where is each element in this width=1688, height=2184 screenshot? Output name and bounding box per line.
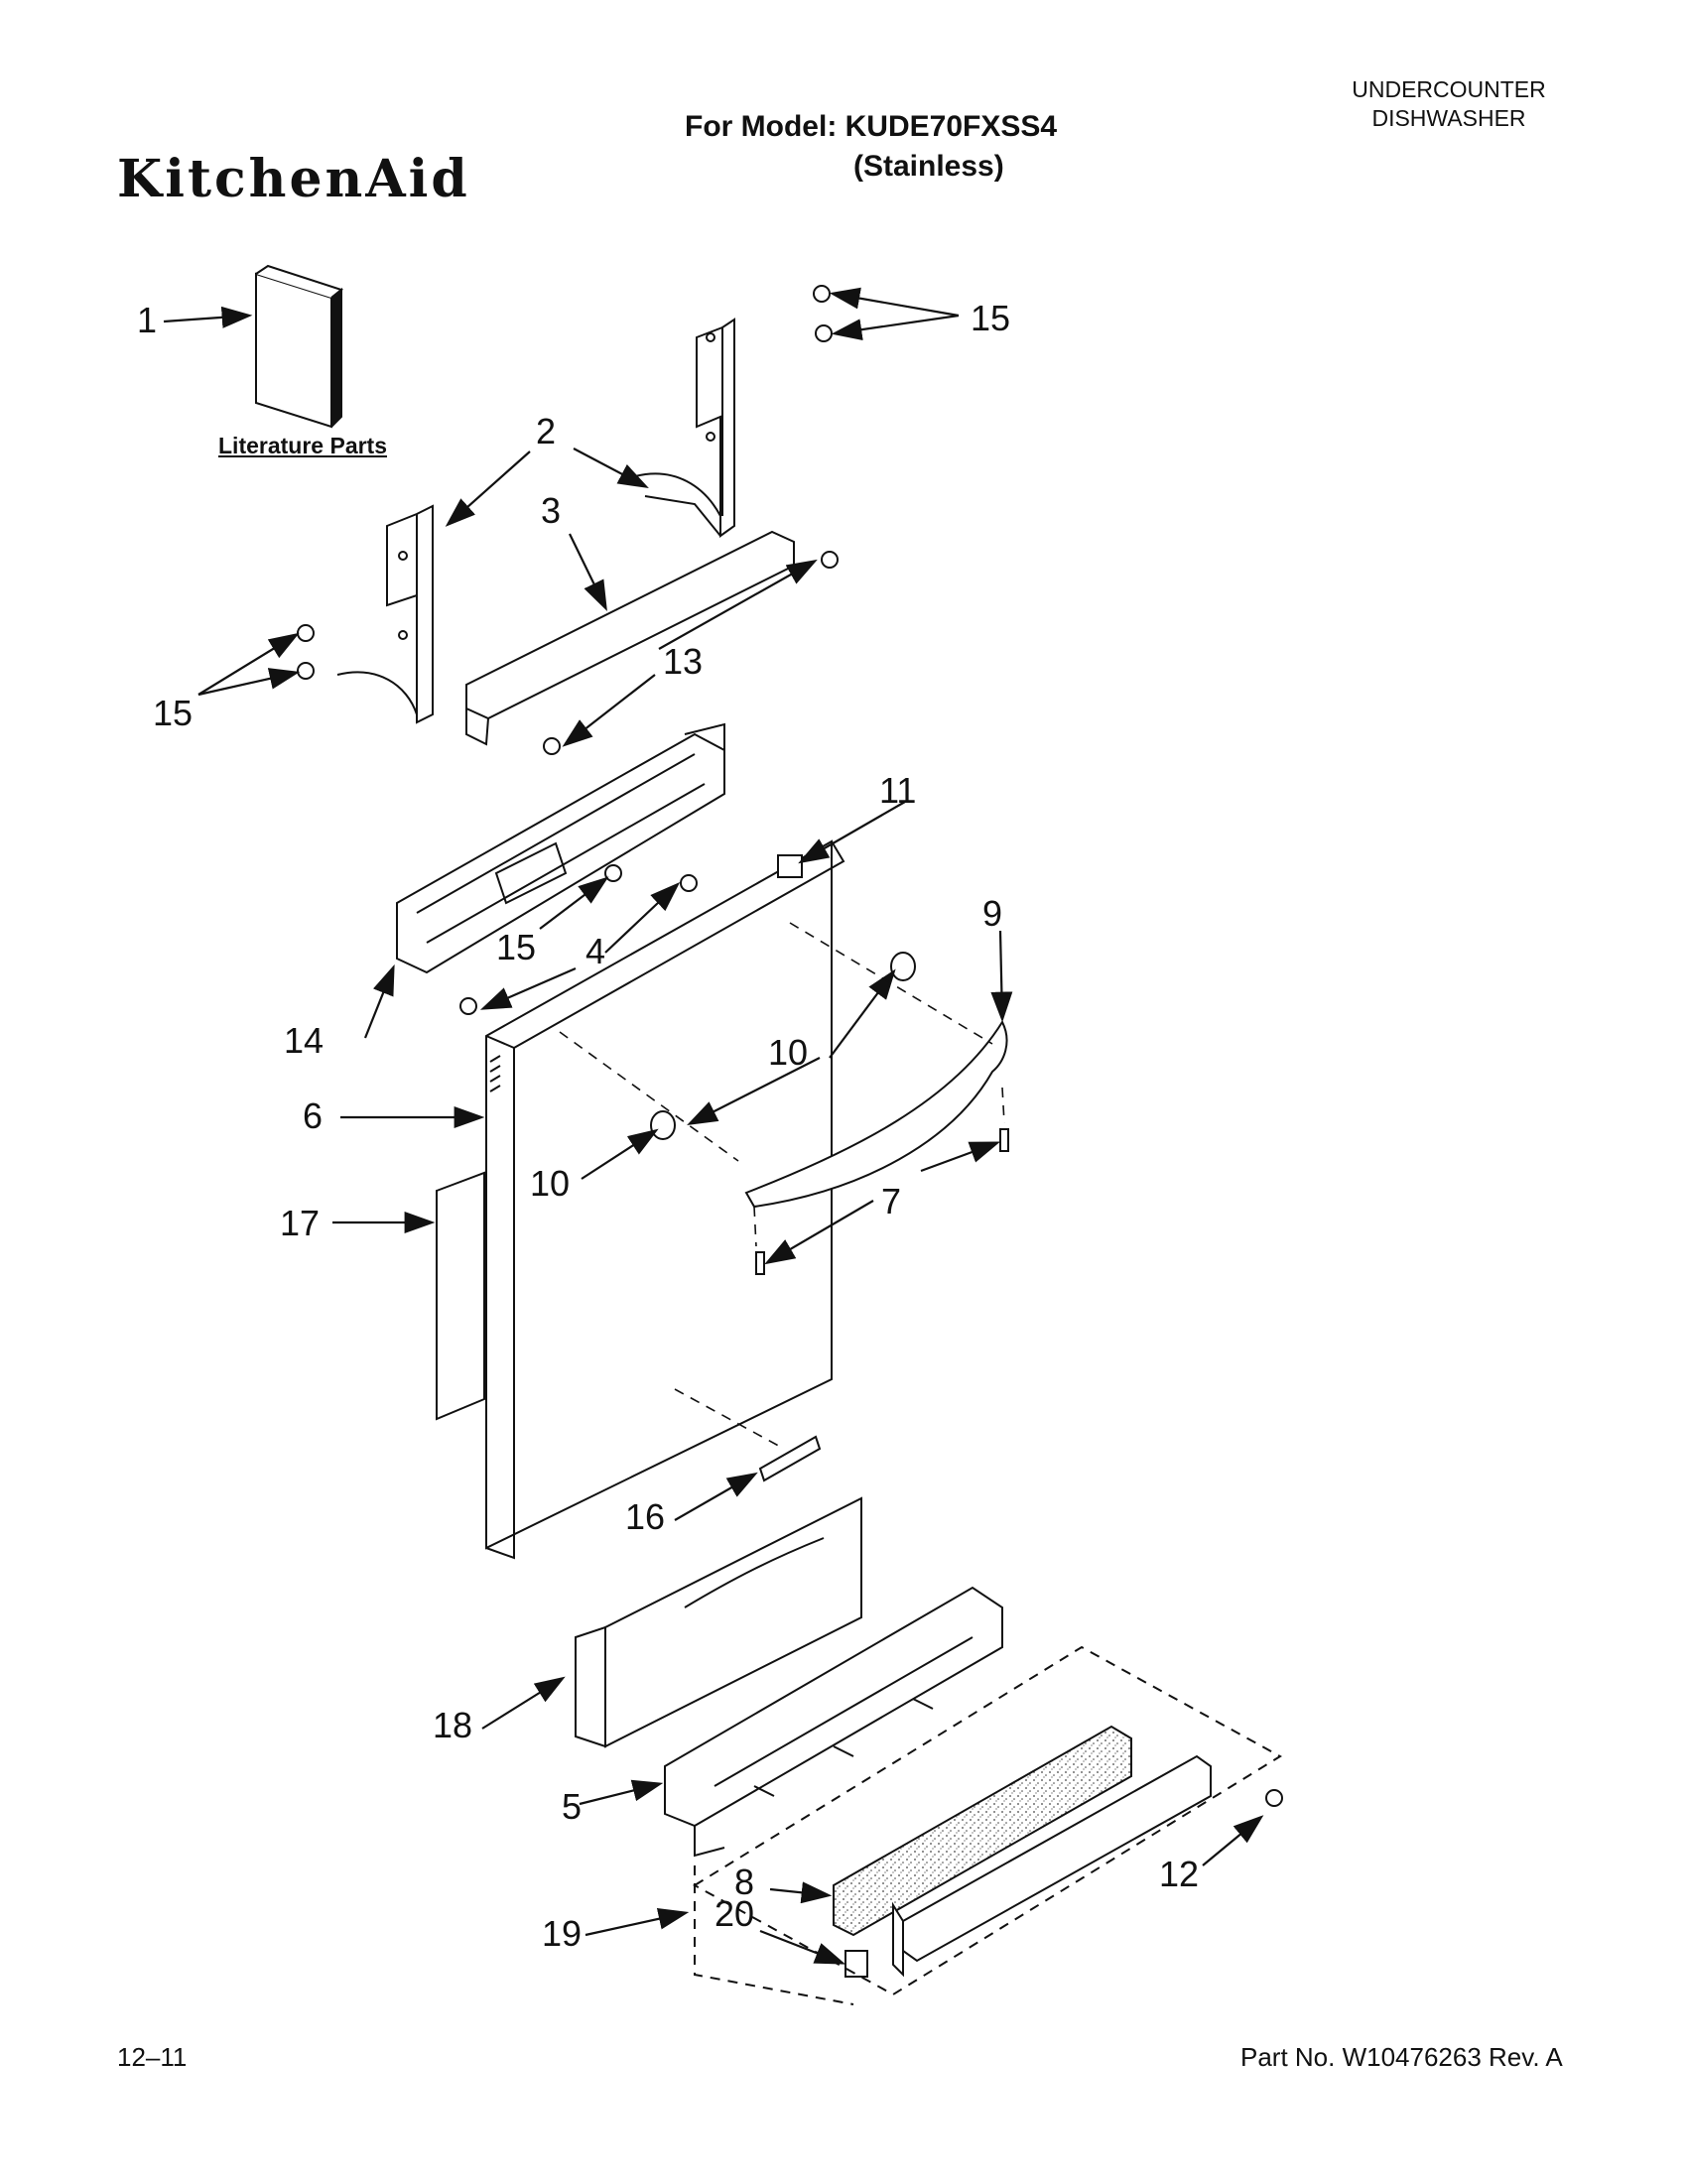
callout-7: 7 (881, 1181, 902, 1221)
kitchenaid-logo: KitchenAid (117, 149, 470, 209)
lower-door-part (575, 1496, 862, 1748)
toe-bracket-part (664, 1586, 1003, 1858)
callout-1: 1 (137, 300, 158, 340)
callout-9: 9 (982, 893, 1003, 934)
callout-10-lower: 10 (530, 1163, 571, 1204)
callout-5: 5 (562, 1786, 583, 1827)
callout-19: 19 (542, 1913, 583, 1954)
appliance-type-line2: DISHWASHER (1371, 105, 1526, 131)
callout-15-left: 15 (153, 693, 194, 733)
door-rail-part (465, 530, 795, 746)
callout-17: 17 (280, 1203, 321, 1243)
callout-10-upper: 10 (768, 1032, 809, 1073)
literature-book-part (255, 264, 344, 429)
foam-insulation-part (833, 1725, 1132, 1937)
callout-6: 6 (303, 1095, 324, 1136)
callout-4: 4 (585, 931, 606, 971)
callout-2: 2 (536, 411, 557, 451)
callout-3: 3 (541, 490, 562, 531)
model-number: For Model: KUDE70FXSS4 (685, 110, 1058, 143)
hinge-bracket-left-part (336, 504, 434, 724)
control-module-part (396, 722, 725, 974)
insulation-part (436, 1171, 485, 1421)
callout-11: 11 (879, 770, 917, 811)
appliance-type-line1: UNDERCOUNTER (1352, 76, 1546, 102)
callout-15-middle: 15 (496, 927, 537, 967)
screw-part (297, 285, 1283, 1807)
callout-15-top: 15 (971, 298, 1011, 338)
callout-20: 20 (714, 1893, 755, 1934)
appliance-type: UNDERCOUNTER DISHWASHER (1330, 75, 1568, 133)
date-code: 12–11 (117, 2042, 188, 2072)
hinge-bracket-right-part (634, 318, 735, 538)
outer-door-panel-part (485, 839, 845, 1560)
kickplate-part (892, 1754, 1212, 1978)
callout-12: 12 (1159, 1854, 1200, 1894)
callout-14: 14 (284, 1020, 325, 1061)
callout-13: 13 (663, 641, 704, 682)
literature-parts-label: Literature Parts (218, 433, 388, 458)
part-number: Part No. W10476263 Rev. A (1240, 2042, 1563, 2072)
badge-part (758, 1435, 822, 1482)
callout-18: 18 (433, 1705, 473, 1745)
model-title: For Model: KUDE70FXSS4 (Stainless) (685, 107, 1057, 187)
model-finish: (Stainless) (853, 150, 1004, 183)
door-handle-part (744, 1019, 1008, 1209)
callout-16: 16 (625, 1496, 666, 1537)
callout-8: 8 (734, 1862, 755, 1902)
